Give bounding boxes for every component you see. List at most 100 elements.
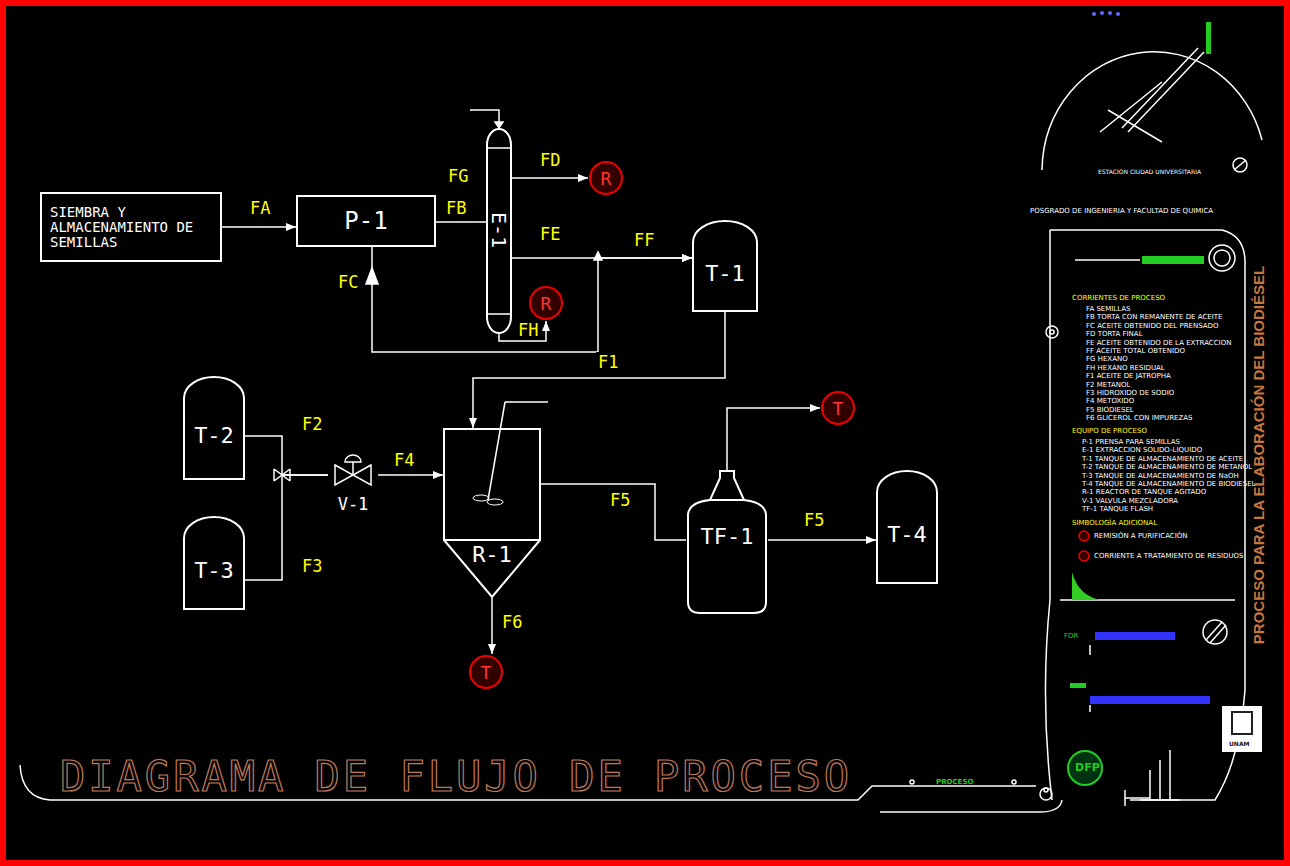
equipment-tag: R — [541, 293, 552, 314]
label-anchor: F5 — [802, 510, 826, 530]
drawing-stroke — [1209, 245, 1235, 271]
extraction-column: E-1 — [486, 128, 512, 334]
label-anchor: PROCESO PARA LA ELABORACIÓN DEL BIODIÉSE… — [1258, 455, 1290, 472]
drawing-stroke — [1206, 622, 1226, 643]
drawing-stroke — [1068, 751, 1102, 785]
label-anchor: F3 HIDROXIDO DE SODIO — [1086, 389, 1174, 397]
storage-tank: T-4 — [876, 470, 938, 584]
process-box: SIEMBRA Y ALMACENAMIENTO DE SEMILLAS — [40, 192, 222, 262]
drawing-stroke — [1044, 788, 1048, 792]
stream-list-item: F4 METOXIDO — [1086, 397, 1134, 405]
label-anchor: FH — [516, 320, 540, 340]
recovery-circle: R — [528, 285, 564, 321]
stirred-reactor-outline — [443, 428, 541, 598]
list-heading: EQUIPO DE PROCESO — [1072, 427, 1147, 435]
label-anchor: T-3 TANQUE DE ALMACENAMIENTO DE NaOH — [1082, 472, 1239, 480]
mixing-valve: V-1 — [328, 452, 378, 514]
stream-line — [512, 177, 588, 179]
drawing-stroke — [1050, 230, 1245, 800]
drawing-stroke — [1092, 12, 1096, 16]
equipment-tag: T — [481, 662, 492, 683]
label-anchor: FF ACEITE TOTAL OBTENIDO — [1086, 347, 1185, 355]
legend-symbol — [1079, 531, 1089, 541]
label-anchor: REMISIÓN A PURIFICACIÓN — [1094, 532, 1188, 540]
stream-line — [245, 436, 328, 475]
equipment-list-item: T-3 TANQUE DE ALMACENAMIENTO DE NaOH — [1082, 472, 1239, 480]
diagram-title: DIAGRAMA DE FLUJO DE PROCESO — [60, 752, 852, 801]
drawing-stroke — [487, 499, 503, 505]
stream-label: FH — [516, 320, 540, 340]
stream-label: FA — [248, 198, 272, 218]
label-anchor: PROCESO — [936, 778, 973, 786]
drawing-stroke — [488, 402, 548, 500]
drawing-stroke — [470, 110, 499, 122]
label-anchor: FG HEXANO — [1086, 355, 1128, 363]
drawing-stroke — [530, 287, 562, 319]
label-anchor: T-1 TANQUE DE ALMACENAMIENTO DE ACEITE — [1082, 455, 1243, 463]
label-anchor: UNAM — [1229, 740, 1250, 747]
label-anchor: F2 METANOL — [1086, 381, 1130, 389]
drawing-stroke — [1046, 326, 1058, 338]
legend-text: REMISIÓN A PURIFICACIÓN — [1094, 532, 1188, 540]
equipment-list-item: E-1 EXTRACCION SOLIDO-LIQUIDO — [1082, 446, 1202, 454]
drawing-stroke — [688, 500, 766, 613]
label-anchor: T-4 TANQUE DE ALMACENAMIENTO DE BIODIESE… — [1082, 480, 1255, 488]
label-anchor: F4 — [392, 450, 416, 470]
stream-label: F5 — [608, 490, 632, 510]
logo-text: UNAM — [1229, 740, 1250, 747]
drawing-stroke — [1206, 22, 1211, 54]
stream-list-item: F2 METANOL — [1086, 381, 1130, 389]
equipment-list-item: T-4 TANQUE DE ALMACENAMIENTO DE BIODIESE… — [1082, 480, 1255, 488]
stream-label: F6 — [500, 612, 524, 632]
drawing-stroke — [1234, 160, 1246, 170]
storage-tank: T-2 — [183, 376, 245, 480]
process-decoration — [274, 110, 602, 481]
drawing-stroke — [184, 377, 244, 479]
institution-name: POSGRADO DE INGENIERIA Y FACULTAD DE QUI… — [1030, 207, 1213, 215]
drawing-stroke — [444, 429, 540, 597]
stream-list-item: F5 BIODIESEL — [1086, 406, 1134, 414]
drawing-stroke — [495, 122, 503, 128]
drawing-stroke — [1045, 230, 1052, 800]
drawing-stroke — [1125, 790, 1150, 806]
label-anchor: FA — [248, 198, 272, 218]
stream-label: FG — [446, 166, 470, 186]
label-anchor: FD — [538, 150, 562, 170]
sheet-title-vertical: PROCESO PARA LA ELABORACIÓN DEL BIODIÉSE… — [1250, 266, 1267, 644]
stream-line — [512, 257, 692, 259]
label-anchor: FA SEMILLAS — [1086, 305, 1131, 313]
storage-tank: T-1 — [692, 220, 758, 312]
label-anchor: F3 — [300, 556, 324, 576]
label-anchor: FE — [538, 224, 562, 244]
list-heading: CORRIENTES DE PROCESO — [1072, 294, 1165, 302]
drawing-stroke — [470, 656, 502, 688]
drawing-stroke — [1075, 259, 1140, 261]
label-anchor: T-2 TANQUE DE ALMACENAMIENTO DE METANOL — [1082, 463, 1252, 471]
drawing-stroke — [1100, 48, 1204, 142]
stream-list-item: FG HEXANO — [1086, 355, 1128, 363]
stream-label: FD — [538, 150, 562, 170]
stream-label: F4 — [392, 450, 416, 470]
drawing-stroke — [1070, 683, 1086, 688]
stream-line — [245, 475, 328, 580]
label-anchor: FE ACEITE OBTENIDO DE LA EXTRACCION — [1086, 339, 1231, 347]
sheet-border-lines — [20, 48, 1262, 812]
flash-tank: TF-1 — [686, 470, 768, 614]
drawing-stroke — [1012, 780, 1016, 784]
drawing-stroke — [1233, 158, 1247, 172]
drawing-stroke — [1108, 11, 1112, 15]
stream-list-item: FF ACEITE TOTAL OBTENIDO — [1086, 347, 1185, 355]
stream-label: F1 — [596, 352, 620, 372]
equipment-list-item: V-1 VALVULA MEZCLADORA — [1082, 497, 1178, 505]
label-anchor: TF-1 TANQUE FLASH — [1082, 505, 1153, 513]
drawing-stroke — [1090, 696, 1210, 704]
drawing-stroke — [1140, 750, 1180, 800]
stream-label: FE — [538, 224, 562, 244]
label-anchor: F5 — [608, 490, 632, 510]
equipment-tag: TF-1 — [701, 524, 754, 549]
stream-line — [541, 484, 686, 540]
stream-list-item: F6 GLICEROL CON IMPUREZAS — [1086, 414, 1193, 422]
stream-list-item: FH HEXANO RESIDUAL — [1086, 364, 1165, 372]
equipment-tag: E-1 — [487, 212, 511, 248]
